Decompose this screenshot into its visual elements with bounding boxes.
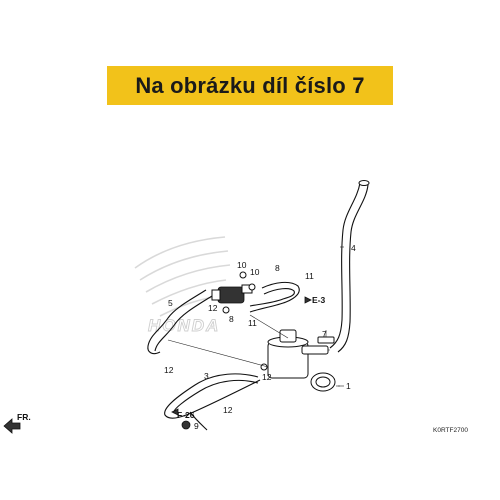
diagram-code: K0RTF2700 [433,427,468,434]
part-7 [317,330,335,344]
clip-10a [239,271,247,279]
callout-10b: 10 [250,267,260,277]
banner-text: Na obrázku díl číslo 7 [135,72,365,98]
part-number-banner: Na obrázku díl číslo 7 [107,66,393,105]
callout-11b: 11 [248,318,257,328]
clamp-1 [310,372,336,392]
fuel-pump-assembly [267,329,330,379]
ref-f26: F-26 [177,410,195,420]
honda-wing-watermark [134,236,231,317]
clip-12c [260,363,268,371]
hose-3 [164,373,261,419]
front-direction-indicator: FR. [3,412,31,434]
arrow-right-icon [304,296,312,304]
callout-9: 9 [194,421,199,431]
callout-3: 3 [204,371,209,381]
callout-12b: 12 [164,365,174,375]
ref-e3: E-3 [312,295,326,305]
callout-11a: 11 [305,271,314,281]
clip-10b [248,283,256,291]
hose-6 [249,281,300,313]
direction-label: FR. [17,412,31,422]
callout-8b: 8 [275,263,280,273]
callout-4: 4 [351,243,356,253]
callout-5: 5 [168,298,173,308]
valve-8 [211,284,253,314]
callout-1: 1 [346,381,351,391]
arrow-left-icon [171,408,179,416]
brand-watermark: HONDA [148,316,220,335]
hose-4 [329,182,361,349]
callout-10a: 10 [237,260,247,270]
hose-5 [147,289,207,355]
callout-12c: 12 [262,372,272,382]
callout-12d: 12 [223,405,233,415]
callout-7: 7 [322,329,327,339]
clip-9 [181,420,191,430]
callout-8a: 8 [229,314,234,324]
callout-12a: 12 [208,303,218,313]
